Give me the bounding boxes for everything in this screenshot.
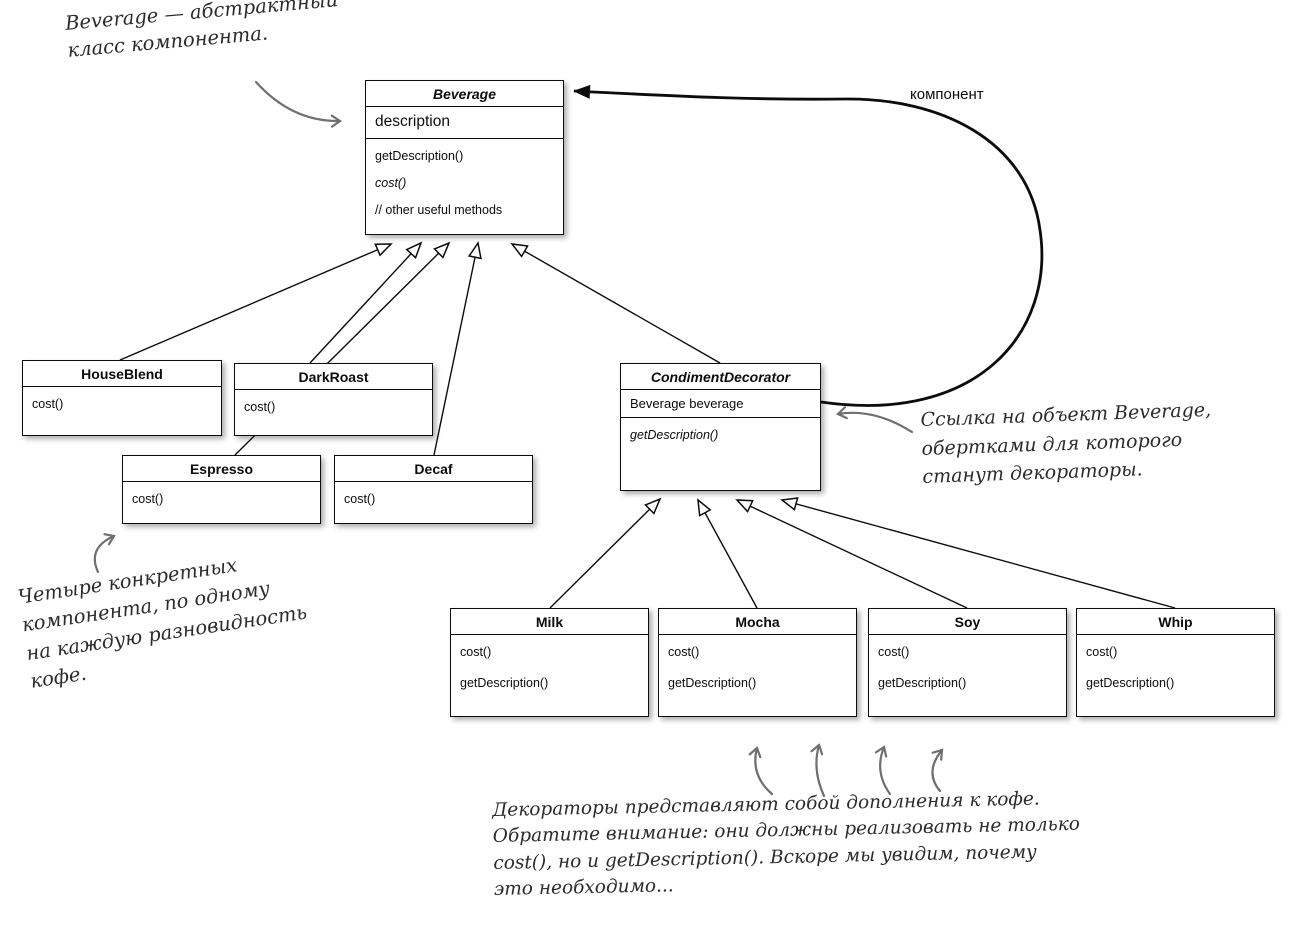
- class-title: CondimentDecorator: [621, 364, 820, 390]
- inheritance-condimentdecorator-beverage: [510, 243, 721, 364]
- inheritance-milk-condiment: [549, 497, 662, 609]
- method: cost(): [132, 492, 164, 506]
- class-title: Whip: [1077, 609, 1274, 635]
- class-box-darkroast: DarkRoast cost(): [234, 363, 433, 436]
- hand-arrow-concrete-note: [93, 533, 116, 574]
- method: cost(): [878, 645, 910, 659]
- method: cost(): [32, 397, 64, 411]
- hand-arrow-abstract-note: [254, 80, 342, 128]
- method: getDescription(): [375, 149, 464, 163]
- class-box-soy: Soy cost() getDescription(): [868, 608, 1067, 717]
- inheritance-houseblend-beverage: [119, 243, 393, 361]
- class-methods: cost() getDescription(): [1077, 635, 1274, 716]
- class-title: Decaf: [335, 456, 532, 482]
- class-methods: cost(): [235, 390, 432, 435]
- class-methods: cost(): [23, 387, 221, 435]
- inheritance-soy-condiment: [735, 499, 968, 609]
- method: // other useful methods: [375, 203, 503, 217]
- method: getDescription(): [460, 676, 549, 690]
- annotation-decorators: Декораторы представляют собой дополнения…: [492, 786, 1081, 903]
- inheritance-mocha-condiment: [697, 498, 758, 609]
- hand-arrow-decorators-2: [810, 743, 826, 798]
- method: cost(): [1086, 645, 1118, 659]
- method: getDescription(): [630, 428, 719, 442]
- class-box-espresso: Espresso cost(): [122, 455, 321, 524]
- inheritance-decaf-beverage: [433, 241, 482, 456]
- class-box-whip: Whip cost() getDescription(): [1076, 608, 1275, 717]
- inheritance-darkroast-beverage: [309, 241, 423, 364]
- inheritance-arrows-to-condimentdecorator: [549, 497, 1176, 609]
- class-methods: cost() getDescription(): [869, 635, 1066, 716]
- annotation-beverage-reference: Ссылка на объект Beverage, обертками для…: [920, 396, 1214, 492]
- class-box-condimentdecorator: CondimentDecorator Beverage beverage get…: [620, 363, 821, 491]
- class-methods: cost(): [123, 482, 320, 523]
- class-title: Mocha: [659, 609, 856, 635]
- class-box-beverage: Beverage description getDescription() co…: [365, 80, 564, 235]
- method: getDescription(): [878, 676, 967, 690]
- class-title: HouseBlend: [23, 361, 221, 387]
- class-title: DarkRoast: [235, 364, 432, 390]
- hand-arrow-decorators-4: [931, 748, 944, 793]
- class-methods: cost(): [335, 482, 532, 523]
- method: cost(): [344, 492, 376, 506]
- method: cost(): [460, 645, 492, 659]
- class-field: description: [366, 107, 563, 139]
- inheritance-whip-condiment: [780, 497, 1176, 609]
- class-methods: cost() getDescription(): [451, 635, 648, 716]
- class-box-decaf: Decaf cost(): [334, 455, 533, 524]
- class-methods: getDescription() cost() // other useful …: [366, 139, 563, 234]
- hand-arrow-decorators-3: [874, 745, 892, 796]
- class-title: Soy: [869, 609, 1066, 635]
- class-title: Beverage: [366, 81, 563, 107]
- class-box-milk: Milk cost() getDescription(): [450, 608, 649, 717]
- class-field: Beverage beverage: [621, 390, 820, 418]
- class-box-houseblend: HouseBlend cost(): [22, 360, 222, 436]
- method: getDescription(): [668, 676, 757, 690]
- hand-arrow-reference-note: [836, 406, 914, 434]
- component-edge-label: компонент: [910, 86, 984, 103]
- method: cost(): [668, 645, 700, 659]
- handwritten-arrows: [93, 80, 944, 798]
- class-methods: getDescription(): [621, 418, 820, 490]
- class-box-mocha: Mocha cost() getDescription(): [658, 608, 857, 717]
- class-methods: cost() getDescription(): [659, 635, 856, 716]
- component-association-arrow: [573, 84, 1044, 407]
- class-title: Espresso: [123, 456, 320, 482]
- method: getDescription(): [1086, 676, 1175, 690]
- method: cost(): [375, 176, 407, 190]
- class-title: Milk: [451, 609, 648, 635]
- method: cost(): [244, 400, 276, 414]
- hand-arrow-decorators-1: [748, 746, 774, 796]
